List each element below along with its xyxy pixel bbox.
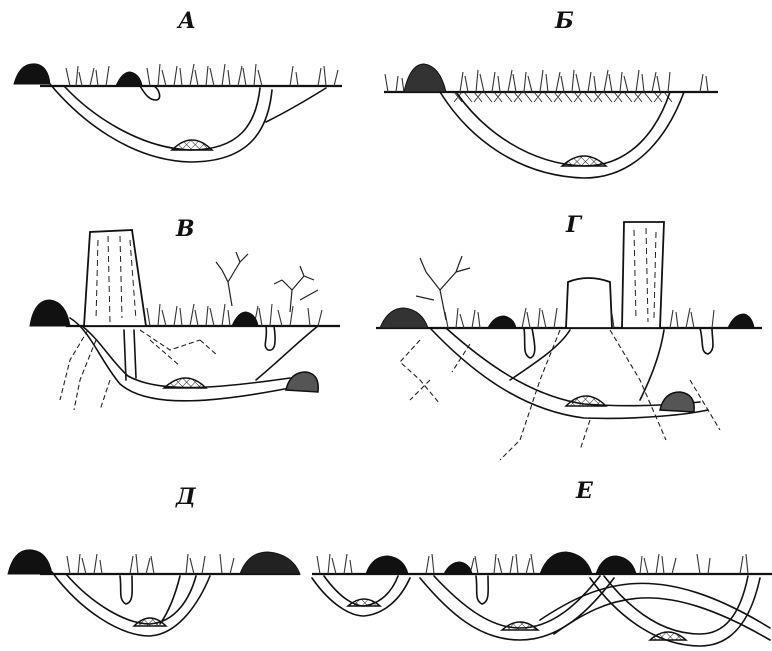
panel-g-blind-tunnel [524, 328, 535, 358]
panel-g-tree-trunk [622, 222, 664, 328]
panel-e-nest-1 [348, 599, 380, 606]
panel-d-mound-2 [240, 552, 300, 574]
panel-e-nest-2 [502, 622, 538, 630]
panel-e-blind-tunnel [476, 576, 488, 604]
panel-a: А [14, 8, 342, 162]
panel-g-chamber [660, 392, 694, 412]
panel-b-soil-hatch [454, 92, 672, 102]
panel-g-mound-1 [380, 308, 428, 328]
panel-e: Е [312, 478, 772, 646]
panel-d-nest [134, 618, 166, 626]
panel-e-nest-3 [650, 632, 686, 640]
panel-g-nest [566, 396, 606, 406]
panel-d-mound-1 [8, 550, 52, 574]
panel-v: В [30, 216, 340, 410]
panel-b-mound [404, 64, 446, 92]
panel-a-tunnel-outer [50, 84, 272, 162]
panel-v-label: В [175, 216, 195, 242]
panel-d: Д [8, 484, 300, 636]
panel-a-grass [66, 64, 338, 86]
panel-a-nest [172, 140, 212, 150]
panel-g-stump [566, 278, 612, 328]
panel-a-label: А [176, 8, 196, 34]
panel-v-blind-tunnel [265, 326, 275, 350]
panel-a-mound-1 [14, 64, 50, 84]
panel-v-bushes [216, 252, 318, 312]
panel-v-mound-1 [30, 300, 70, 326]
panel-v-nest [164, 378, 206, 388]
panel-v-vertical-shaft [124, 330, 136, 380]
panel-g-mound-2 [488, 316, 516, 328]
panel-a-tunnel-inner [64, 86, 260, 150]
panel-g: Г [376, 212, 762, 460]
panel-g-label: Г [565, 212, 583, 238]
panel-e-mound-4 [596, 556, 636, 574]
panel-d-blind-tunnel [120, 576, 132, 604]
panel-b: Б [384, 8, 718, 178]
panel-v-roots [60, 330, 218, 410]
panel-g-blind-tunnel-2 [700, 328, 713, 354]
panel-b-tunnel-inner [456, 92, 670, 166]
panel-a-branch [266, 88, 326, 122]
panel-e-mound-1 [366, 556, 408, 574]
panel-v-tree-trunk [84, 230, 146, 326]
panel-d-label: Д [175, 484, 196, 510]
panel-v-chamber [286, 372, 318, 392]
panel-g-branch-1 [510, 330, 570, 380]
panel-e-label: Е [575, 478, 594, 504]
panel-b-nest [562, 156, 606, 166]
panel-a-mound-2 [116, 72, 142, 86]
panel-g-bush [416, 256, 470, 320]
panel-b-label: Б [554, 8, 574, 34]
panel-d-grass [67, 554, 234, 574]
panel-e-mound-3 [540, 552, 592, 574]
panel-v-mound-2 [232, 312, 258, 326]
panel-d-tunnel-outer [52, 572, 210, 636]
panel-a-blind-tunnel [140, 86, 160, 100]
panel-g-mound-3 [728, 314, 754, 328]
panel-e-mound-2 [444, 562, 472, 574]
